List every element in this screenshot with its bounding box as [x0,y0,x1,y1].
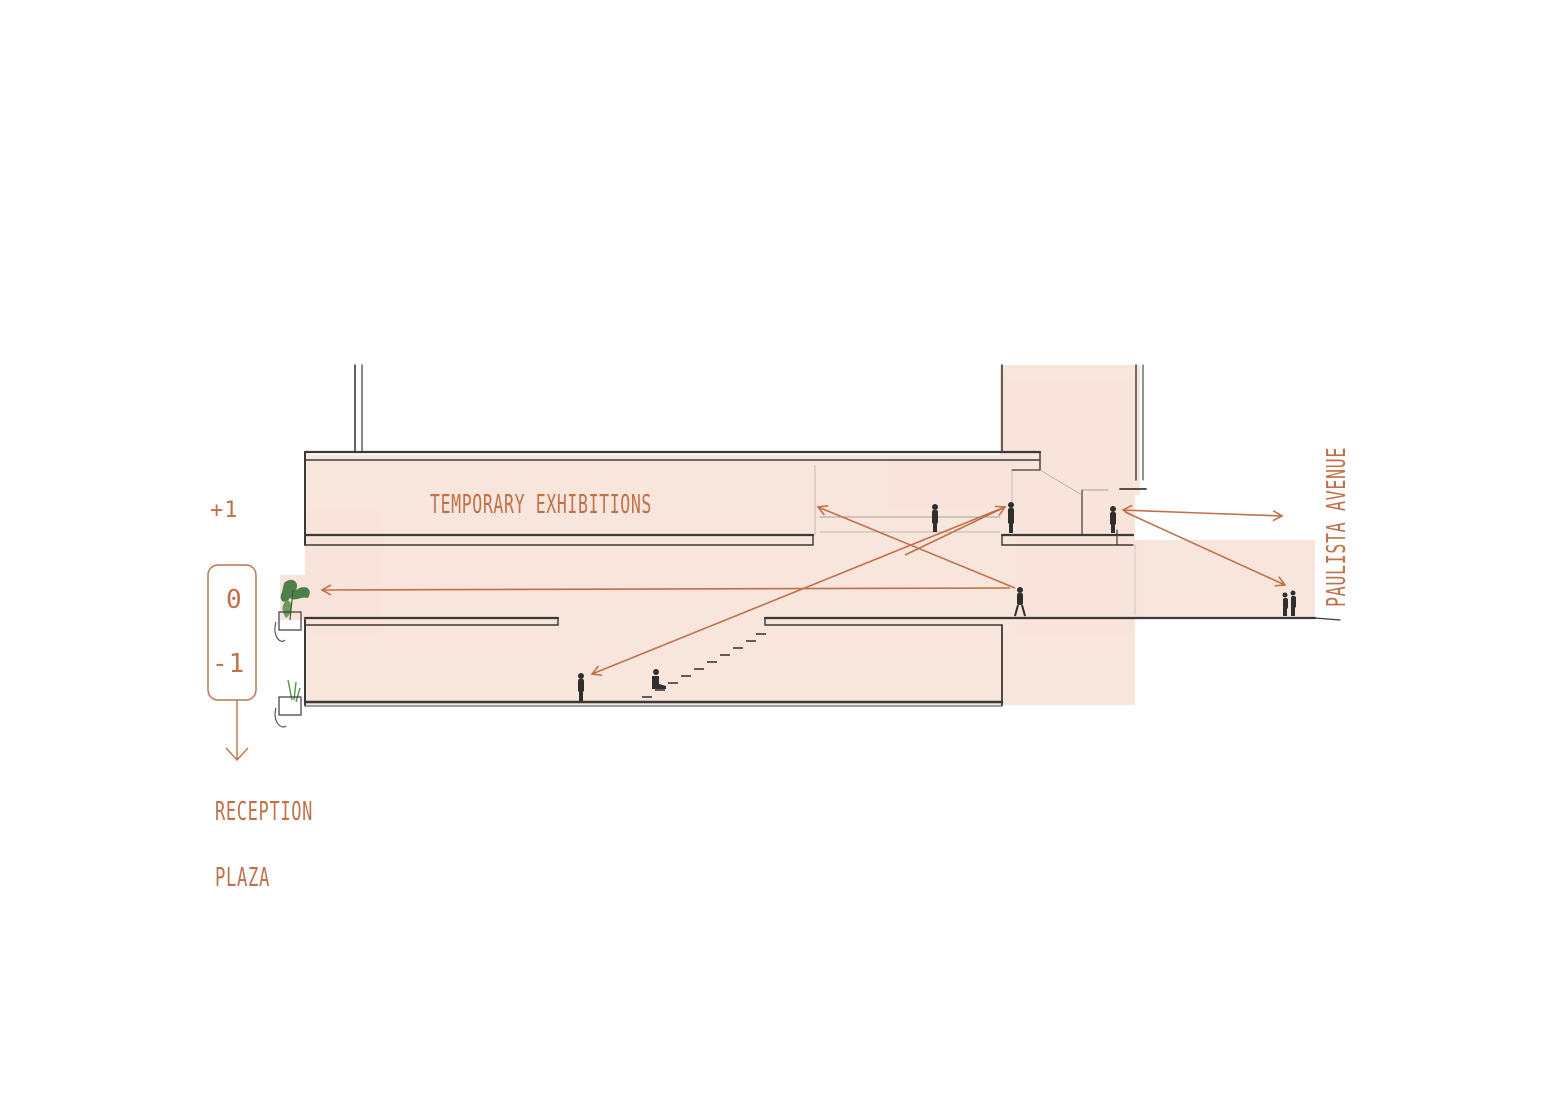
plant-icon [274,679,302,728]
reception-label: RECEPTION [215,797,313,827]
building-section [303,364,1341,707]
plant-icon [274,579,310,642]
paulista-avenue-label: PAULISTA AVENUE [1322,447,1352,607]
plaza-label: PLAZA [215,863,270,893]
arrow-to-lower-level [590,506,1006,677]
person-icon [1014,587,1026,617]
person-icon [1110,506,1116,533]
level-minus1-label: -1 [212,649,245,679]
level-marker [207,564,257,762]
person-icon [652,669,666,689]
person-icon [1282,592,1288,616]
arrow-avenue-right [1199,509,1284,522]
people [578,502,1296,701]
arrow-avenue-down [1124,511,1287,587]
person-icon [1008,502,1014,533]
person-icon [1290,590,1296,616]
stair [642,633,766,698]
arrow-avenue-left [1121,504,1201,517]
arrow-to-temporary-exhibitions [816,505,1016,589]
level-zero-label: 0 [226,585,243,615]
temporary-exhibitions-label: TEMPORARY EXHIBITIONS [430,490,652,520]
level-plus1-label: +1 [210,498,239,523]
person-icon [578,673,584,701]
person-icon [932,504,938,532]
arrow-to-mezzanine [904,505,1007,556]
arrow-to-plaza [320,584,1011,596]
sightline-arrows [320,504,1287,677]
